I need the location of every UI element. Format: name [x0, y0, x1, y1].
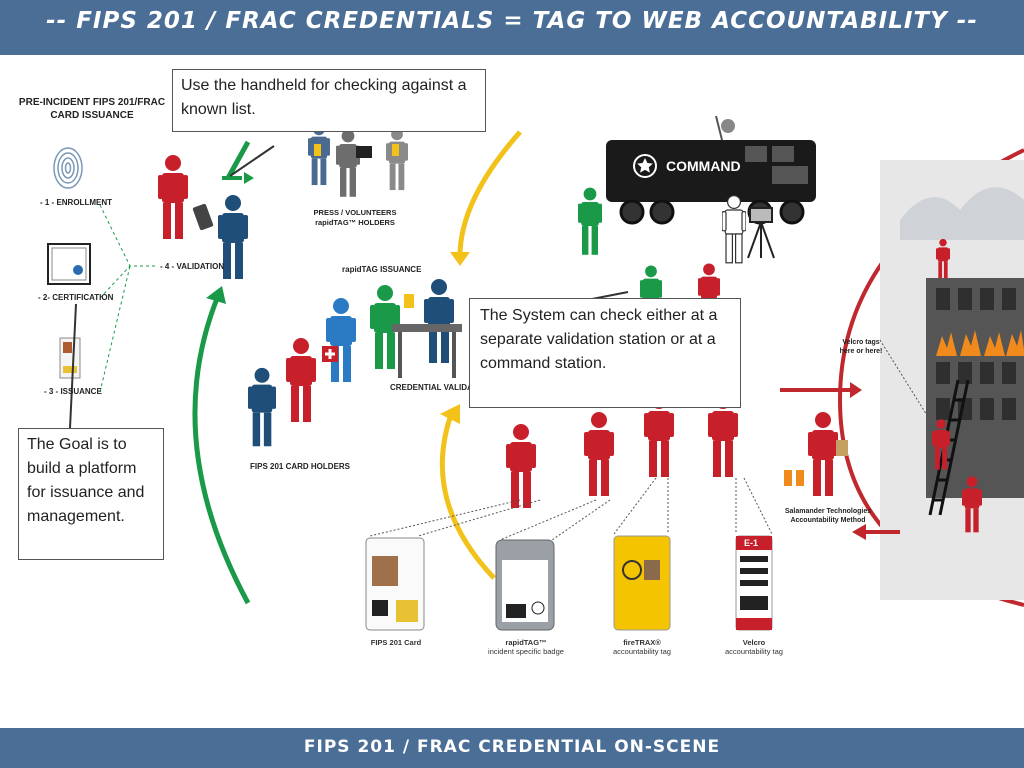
footer-title: FIPS 201 / FRAC CREDENTIAL ON-SCENE — [303, 737, 721, 757]
ems-card-holder — [326, 298, 356, 382]
handheld-device — [192, 203, 214, 231]
handheld-callout-pointer — [229, 145, 275, 177]
yellow-arrow-top — [457, 130, 522, 257]
accountability-tags — [784, 440, 848, 486]
certificate-icon — [47, 243, 91, 285]
step-enrollment: - 1 - ENROLLMENT — [40, 198, 112, 207]
step-issuance: - 3 - ISSUANCE — [44, 387, 102, 396]
card-holders-label: FIPS 201 CARD HOLDERS — [250, 462, 351, 471]
green-arrow-top — [225, 140, 251, 180]
slide-title: -- FIPS 201 / FRAC CREDENTIALS = TAG TO … — [46, 8, 978, 34]
flames — [936, 330, 1024, 356]
pre-incident-title: PRE-INCIDENT FIPS 201/FRAC CARD ISSUANCE — [18, 97, 166, 121]
handheld-callout: Use the handheld for checking against a … — [172, 69, 486, 132]
smoke-cloud — [900, 187, 1024, 240]
system-callout: The System can check either at a separat… — [469, 298, 741, 408]
goal-callout: The Goal is to build a platform for issu… — [18, 428, 164, 560]
diagram-canvas — [0, 55, 1024, 728]
rapidtag-issuance-label: rapidTAG ISSUANCE — [342, 265, 422, 274]
volunteer-near-command — [578, 187, 602, 255]
badge-caption-firetrax: fireTRAX® accountability tag — [613, 638, 671, 656]
velcro-tags-note: Velcro tags here or here! — [839, 339, 883, 355]
badge-caption-velcro: Velcro accountability tag — [725, 638, 783, 656]
rapidtag-badge — [495, 539, 555, 631]
responder-fips-card — [506, 424, 536, 508]
responder-rapidtag — [584, 412, 614, 496]
press-person-3 — [386, 128, 408, 191]
issuance-connectors — [99, 204, 158, 393]
step-certification: - 2- CERTIFICATION — [38, 293, 114, 302]
bottom-banner — [0, 728, 1024, 768]
command-label: COMMAND — [666, 158, 741, 174]
top-banner — [0, 0, 1024, 55]
tripod-station — [747, 207, 775, 259]
badge-caption-rapidtag: rapidTAG™ incident specific badge — [488, 638, 564, 656]
operator-command — [722, 195, 746, 264]
step-validation: - 4 - VALIDATION — [160, 262, 225, 271]
building-windows — [936, 288, 1016, 420]
green-arc-arrow — [192, 295, 251, 605]
responder-salamander — [808, 412, 838, 496]
police-card-holder — [248, 367, 276, 447]
salamander-method-label: Salamander Technologies Accountability M… — [784, 508, 872, 524]
fips-201-card-badge — [365, 537, 425, 631]
issuance-table — [392, 324, 462, 332]
issued-card-icon — [59, 337, 81, 379]
police-issuance — [424, 279, 454, 363]
yellow-arrow-bottom — [439, 411, 496, 580]
credential-validation-label: CREDENTIAL VALIDATION — [390, 383, 492, 392]
firefighter-validation — [158, 155, 188, 239]
goal-callout-pointer — [69, 303, 77, 429]
press-volunteers-label: PRESS / VOLUNTEERS rapidTAG™ HOLDERS — [313, 208, 397, 227]
badge-caption-fips: FIPS 201 Card — [370, 638, 422, 647]
command-vehicle — [606, 115, 816, 225]
badge-connectors — [369, 339, 931, 541]
press-person-camera — [336, 129, 360, 197]
firetrax-badge — [613, 535, 671, 631]
velcro-tag-id: E-1 — [744, 538, 759, 548]
velcro-tag-badge — [735, 535, 773, 631]
firefighter-card-holder — [286, 338, 316, 422]
fingerprint-icon — [53, 147, 83, 189]
camera-icon — [356, 146, 372, 158]
